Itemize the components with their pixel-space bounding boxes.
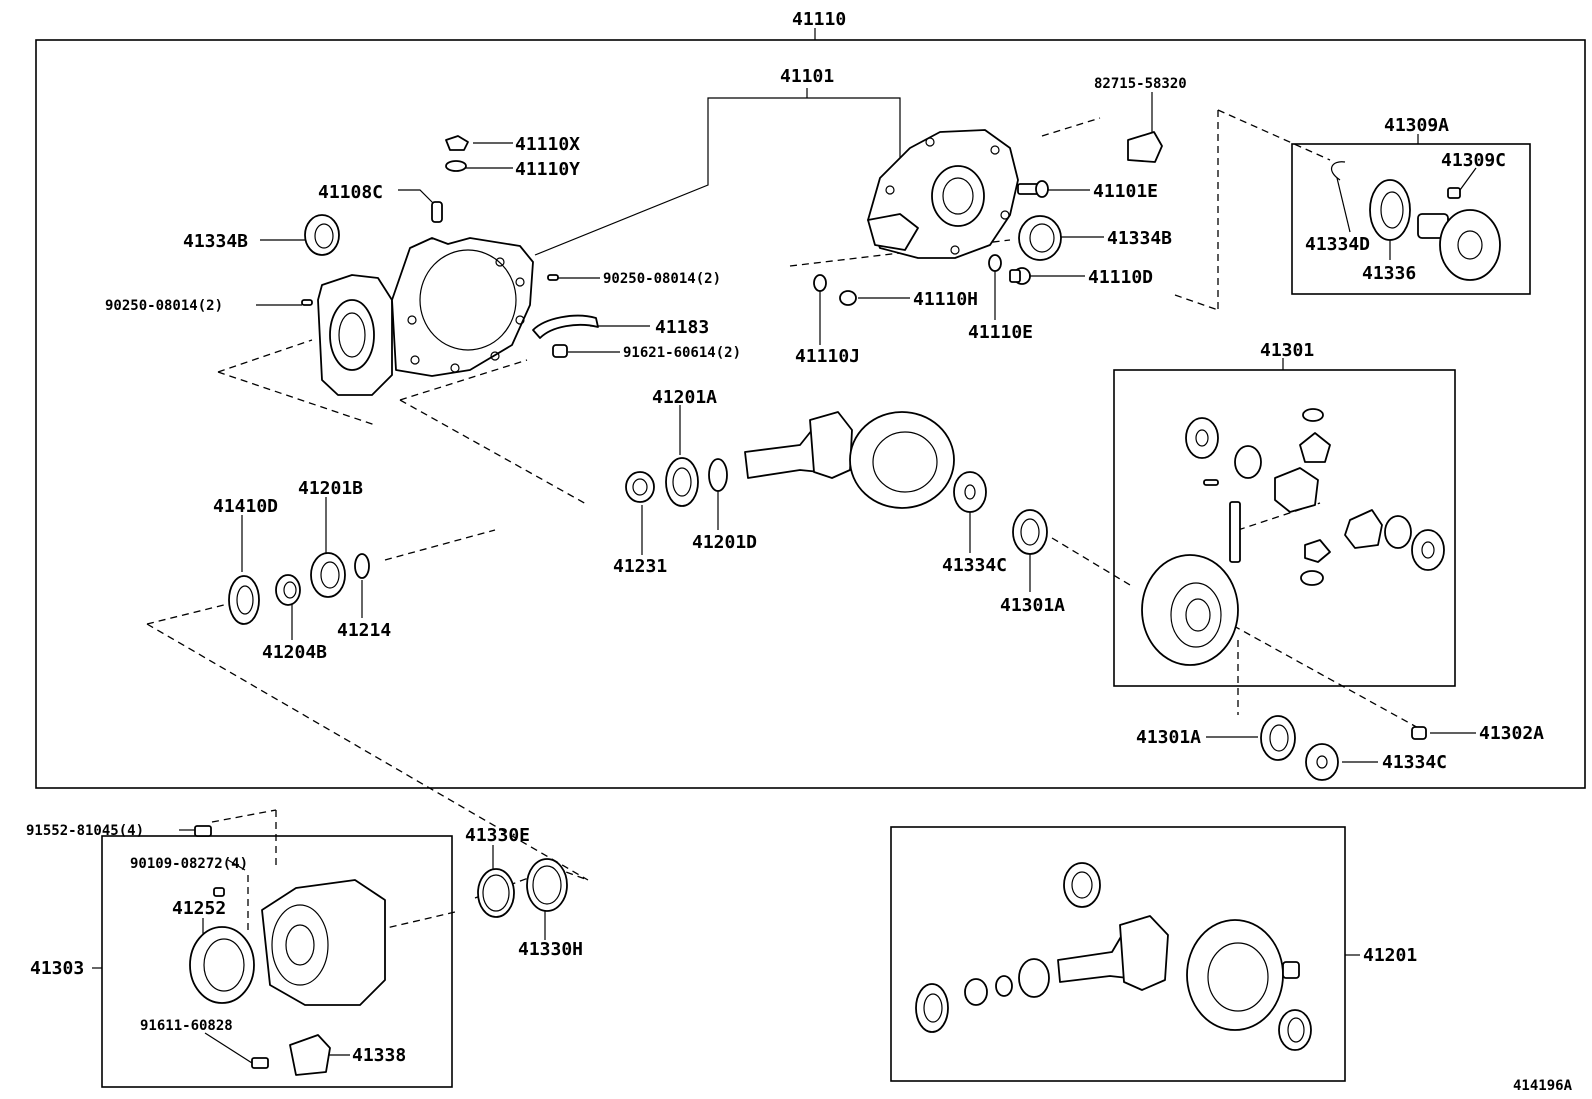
label-gear-kit: 41201 <box>1363 945 1417 966</box>
seal-left-drawing <box>304 214 340 256</box>
label-spacer: 41201D <box>692 532 757 553</box>
label-stud-left: 90250-08014(2) <box>105 298 223 314</box>
label-shim-lower: 41334C <box>1382 752 1447 773</box>
label-mount-bolt: 91552-81045(4) <box>26 823 144 839</box>
label-drain-plug: 41110D <box>1088 267 1153 288</box>
diff-case-frame <box>1113 369 1456 687</box>
label-filler-plug: 41110H <box>913 289 978 310</box>
label-coupling-bolt: 91611-60828 <box>140 1018 233 1034</box>
label-coupling-bracket: 41338 <box>352 1045 406 1066</box>
label-coupling-seal: 41252 <box>172 898 226 919</box>
label-collar: 41204B <box>262 642 327 663</box>
label-rear-cover: 41101 <box>780 66 834 87</box>
label-breather-plug: 41110X <box>515 134 580 155</box>
label-shim: 41334C <box>942 555 1007 576</box>
label-snap-ring: 41334D <box>1305 234 1370 255</box>
label-plug-gasket: 41110Y <box>515 159 580 180</box>
gear-kit-drawing <box>915 862 1312 1051</box>
label-coupling-stud: 90109-08272(4) <box>130 856 248 872</box>
label-bracket: 41183 <box>655 317 709 338</box>
flange-set-frame <box>1291 143 1531 295</box>
label-seal-ring-h: 41330H <box>518 939 583 960</box>
label-bracket-bolt: 91621-60614(2) <box>623 345 741 361</box>
coupling-frame <box>101 835 453 1088</box>
label-oil-slinger: 41231 <box>613 556 667 577</box>
label-pinion-bearing-front: 41201A <box>652 387 717 408</box>
label-flange-set: 41309A <box>1384 115 1449 136</box>
label-breather: 41108C <box>318 182 383 203</box>
lower-bearing-drawing <box>1260 715 1427 781</box>
label-stud-right: 90250-08014(2) <box>603 271 721 287</box>
flange-set-drawing <box>1330 161 1501 281</box>
label-oil-seal-front: 41410D <box>213 496 278 517</box>
breather-parts-drawing <box>431 135 469 223</box>
label-seal-left: 41334B <box>183 231 248 252</box>
label-assembly: 41110 <box>792 9 846 30</box>
label-diff-bearing: 41301A <box>1000 595 1065 616</box>
label-filler-gasket: 41110J <box>795 346 860 367</box>
label-cover-bolt: 41101E <box>1093 181 1158 202</box>
diagram-id: 414196A <box>1513 1078 1573 1094</box>
assembly-41110-frame <box>35 39 1586 789</box>
pinion-ring-gear-drawing <box>625 411 1048 555</box>
label-washer: 41214 <box>337 620 391 641</box>
carrier-housing-drawing <box>317 237 534 396</box>
label-diff-bearing-lower: 41301A <box>1136 727 1201 748</box>
left-bearing-row-drawing <box>228 552 370 625</box>
label-ring-gear-bolt: 41302A <box>1479 723 1544 744</box>
cover-small-parts-drawing <box>813 180 1062 306</box>
leader-lines <box>92 88 1477 1064</box>
label-flange-bolt: 41309C <box>1441 150 1506 171</box>
label-seal-ring-e: 41330E <box>465 825 530 846</box>
label-bearing-rear: 41201B <box>298 478 363 499</box>
label-coupling-assy: 41303 <box>30 958 84 979</box>
label-cover-seal: 41334B <box>1107 228 1172 249</box>
clip-drawing <box>1127 131 1163 163</box>
label-diff-case-set: 41301 <box>1260 340 1314 361</box>
label-flange: 41336 <box>1362 263 1416 284</box>
diff-case-drawing <box>1141 408 1445 666</box>
gear-kit-frame <box>890 826 1346 1082</box>
rear-cover-drawing <box>867 129 1019 259</box>
label-drain-gasket: 41110E <box>968 322 1033 343</box>
label-clip: 82715-58320 <box>1094 76 1187 92</box>
coupling-drawing <box>189 825 568 1076</box>
studs-bracket-drawing <box>301 274 599 358</box>
